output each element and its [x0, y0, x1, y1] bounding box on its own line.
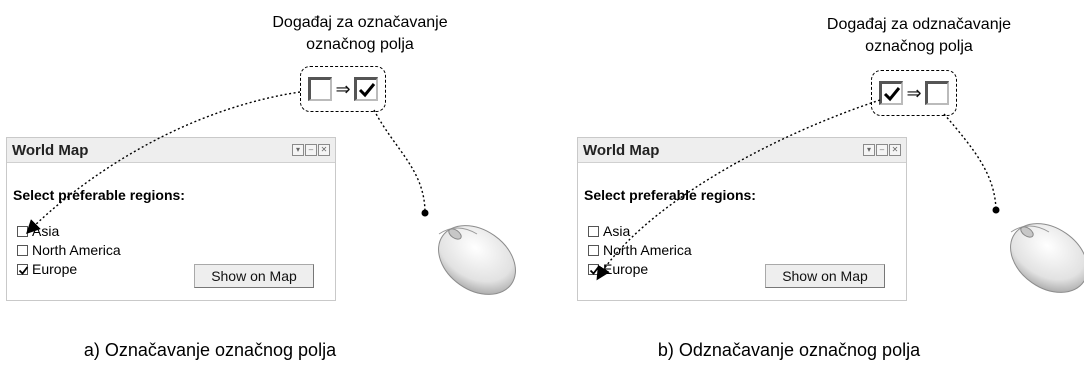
region-label: North America [32, 242, 121, 258]
mouse-icon [438, 225, 516, 295]
widget-title: World Map [12, 141, 89, 159]
checkbox-before-icon [879, 81, 904, 105]
transition-arrow-icon: ⇒ [906, 83, 922, 103]
widget-body: Select preferable regions: Asia North Am… [578, 163, 906, 301]
mouse-icon [1010, 223, 1084, 293]
region-item-europe[interactable]: Europe [588, 261, 648, 277]
minimize-icon[interactable]: – [305, 144, 317, 156]
connector-b-to-checkbox [596, 99, 881, 281]
checkbox-after-icon [353, 77, 378, 101]
connector-a-dot [421, 209, 429, 217]
region-item-north-america[interactable]: North America [588, 242, 692, 258]
regions-prompt: Select preferable regions: [584, 187, 756, 203]
region-label: Europe [603, 261, 649, 277]
checkbox-after-icon [924, 81, 949, 105]
widget-header: World Map ▾ – ✕ [7, 138, 335, 163]
transition-arrow-icon: ⇒ [335, 79, 351, 99]
checkbox-europe[interactable] [17, 263, 29, 275]
checkbox-asia[interactable] [588, 225, 599, 237]
widget-body: Select preferable regions: Asia North Am… [7, 163, 335, 301]
event-title-line1: Događaj za odznačavanje [826, 16, 1012, 33]
connector-b-to-mouse [943, 113, 997, 211]
panel-a: Događaj za označavanje označnog polja ⇒ … [6, 12, 516, 360]
region-label: Europe [32, 261, 78, 277]
panel-b: Događaj za odznačavanje označnog polja ⇒… [542, 0, 1084, 365]
check-icon [358, 83, 375, 98]
event-transition-box: ⇒ [300, 66, 386, 112]
show-on-map-button[interactable]: Show on Map [194, 264, 314, 288]
region-item-north-america[interactable]: North America [17, 242, 121, 258]
close-icon[interactable]: ✕ [889, 144, 901, 156]
event-title: Događaj za odznačavanje označnog polja [769, 14, 1069, 58]
event-title: Događaj za označavanje označnog polja [210, 12, 510, 56]
event-title-line2: označnog polja [306, 36, 414, 53]
checkbox-before-icon [308, 77, 333, 101]
minimize-icon[interactable]: – [876, 144, 888, 156]
event-title-line2: označnog polja [865, 38, 973, 55]
region-label: North America [603, 242, 692, 258]
event-transition-box: ⇒ [871, 70, 957, 116]
collapse-icon[interactable]: ▾ [292, 144, 304, 156]
regions-prompt: Select preferable regions: [13, 187, 185, 203]
checkbox-north-america[interactable] [588, 244, 599, 256]
caption: b) Odznačavanje označnog polja [657, 340, 921, 360]
check-icon [884, 87, 901, 102]
region-item-asia[interactable]: Asia [588, 223, 630, 239]
window-buttons: ▾ – ✕ [863, 144, 901, 156]
show-on-map-button[interactable]: Show on Map [765, 264, 885, 288]
window-buttons: ▾ – ✕ [292, 144, 330, 156]
widget-title: World Map [583, 141, 660, 159]
connector-a-to-checkbox [26, 91, 301, 234]
event-title-line1: Događaj za označavanje [272, 14, 448, 31]
world-map-widget: World Map ▾ – ✕ Select preferable region… [577, 137, 907, 301]
region-item-europe[interactable]: Europe [17, 261, 77, 277]
region-label: Asia [603, 223, 631, 239]
check-icon [18, 265, 29, 275]
connector-b-dot [992, 206, 1000, 214]
caption: a) Označavanje označnog polja [83, 340, 337, 360]
close-icon[interactable]: ✕ [318, 144, 330, 156]
checkbox-north-america[interactable] [17, 244, 28, 256]
connector-a-to-mouse [373, 109, 426, 214]
collapse-icon[interactable]: ▾ [863, 144, 875, 156]
widget-header: World Map ▾ – ✕ [578, 138, 906, 163]
world-map-widget: World Map ▾ – ✕ Select preferable region… [6, 137, 336, 301]
